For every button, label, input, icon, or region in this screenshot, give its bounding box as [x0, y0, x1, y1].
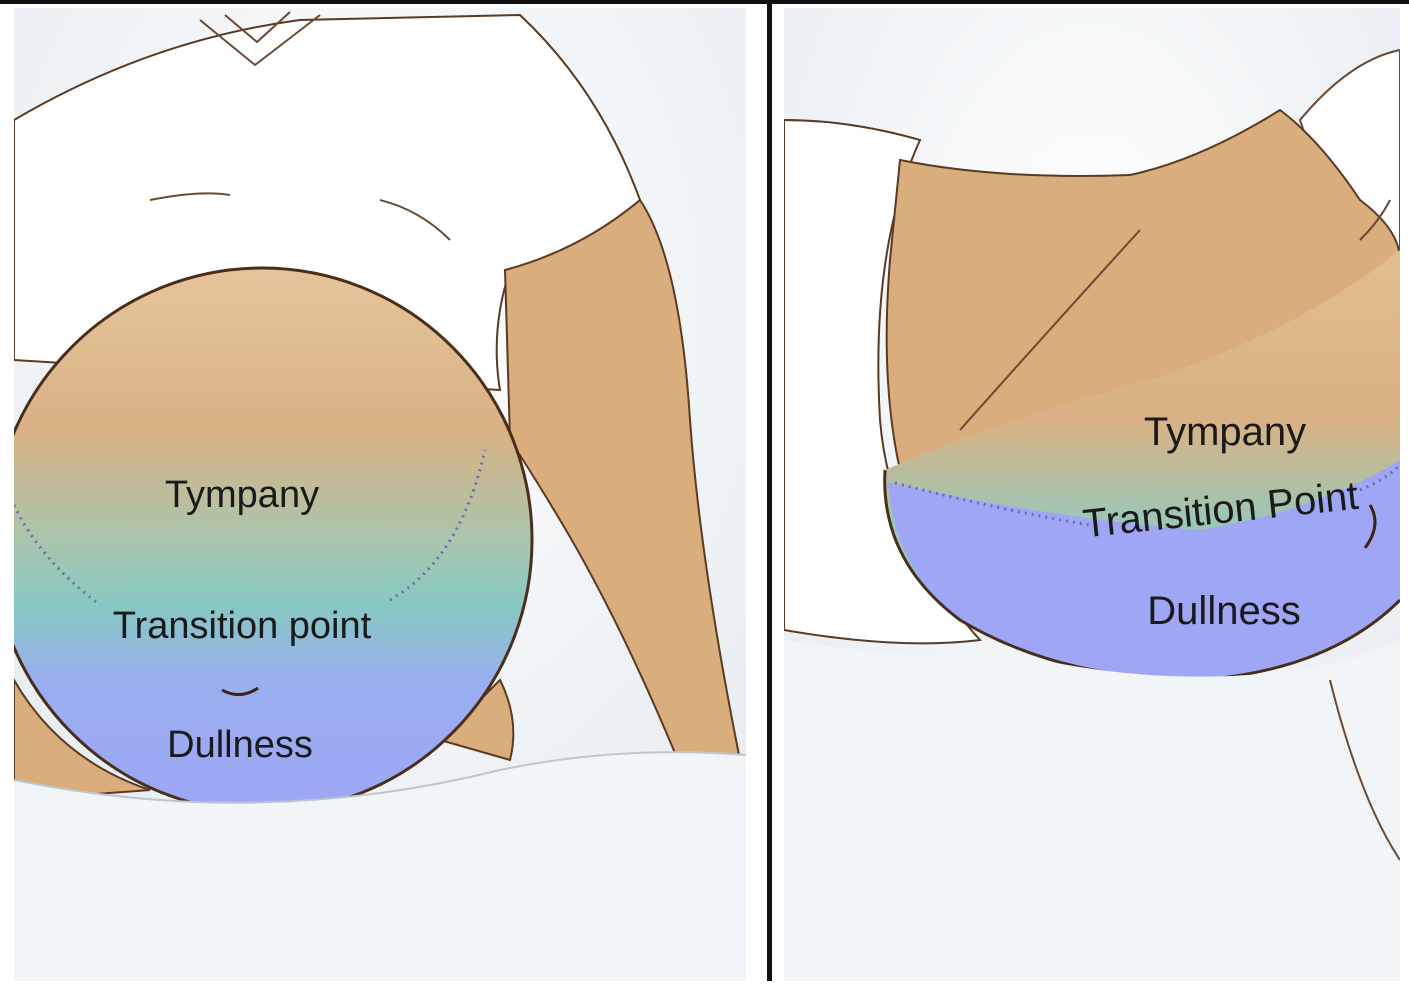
left-panel-illustration: Tympany Transition point Dullness [0, 8, 746, 981]
right-panel-illustration: Tympany Transition Point Dullness [784, 8, 1400, 981]
bed-sheet [784, 640, 1400, 981]
left-dullness-label: Dullness [167, 724, 313, 766]
left-transition-label: Transition point [113, 605, 372, 647]
top-border [0, 0, 1409, 4]
left-tympany-label: Tympany [165, 474, 319, 516]
panel-divider [767, 0, 772, 981]
right-dullness-label: Dullness [1147, 589, 1300, 633]
right-tympany-label: Tympany [1144, 410, 1306, 454]
